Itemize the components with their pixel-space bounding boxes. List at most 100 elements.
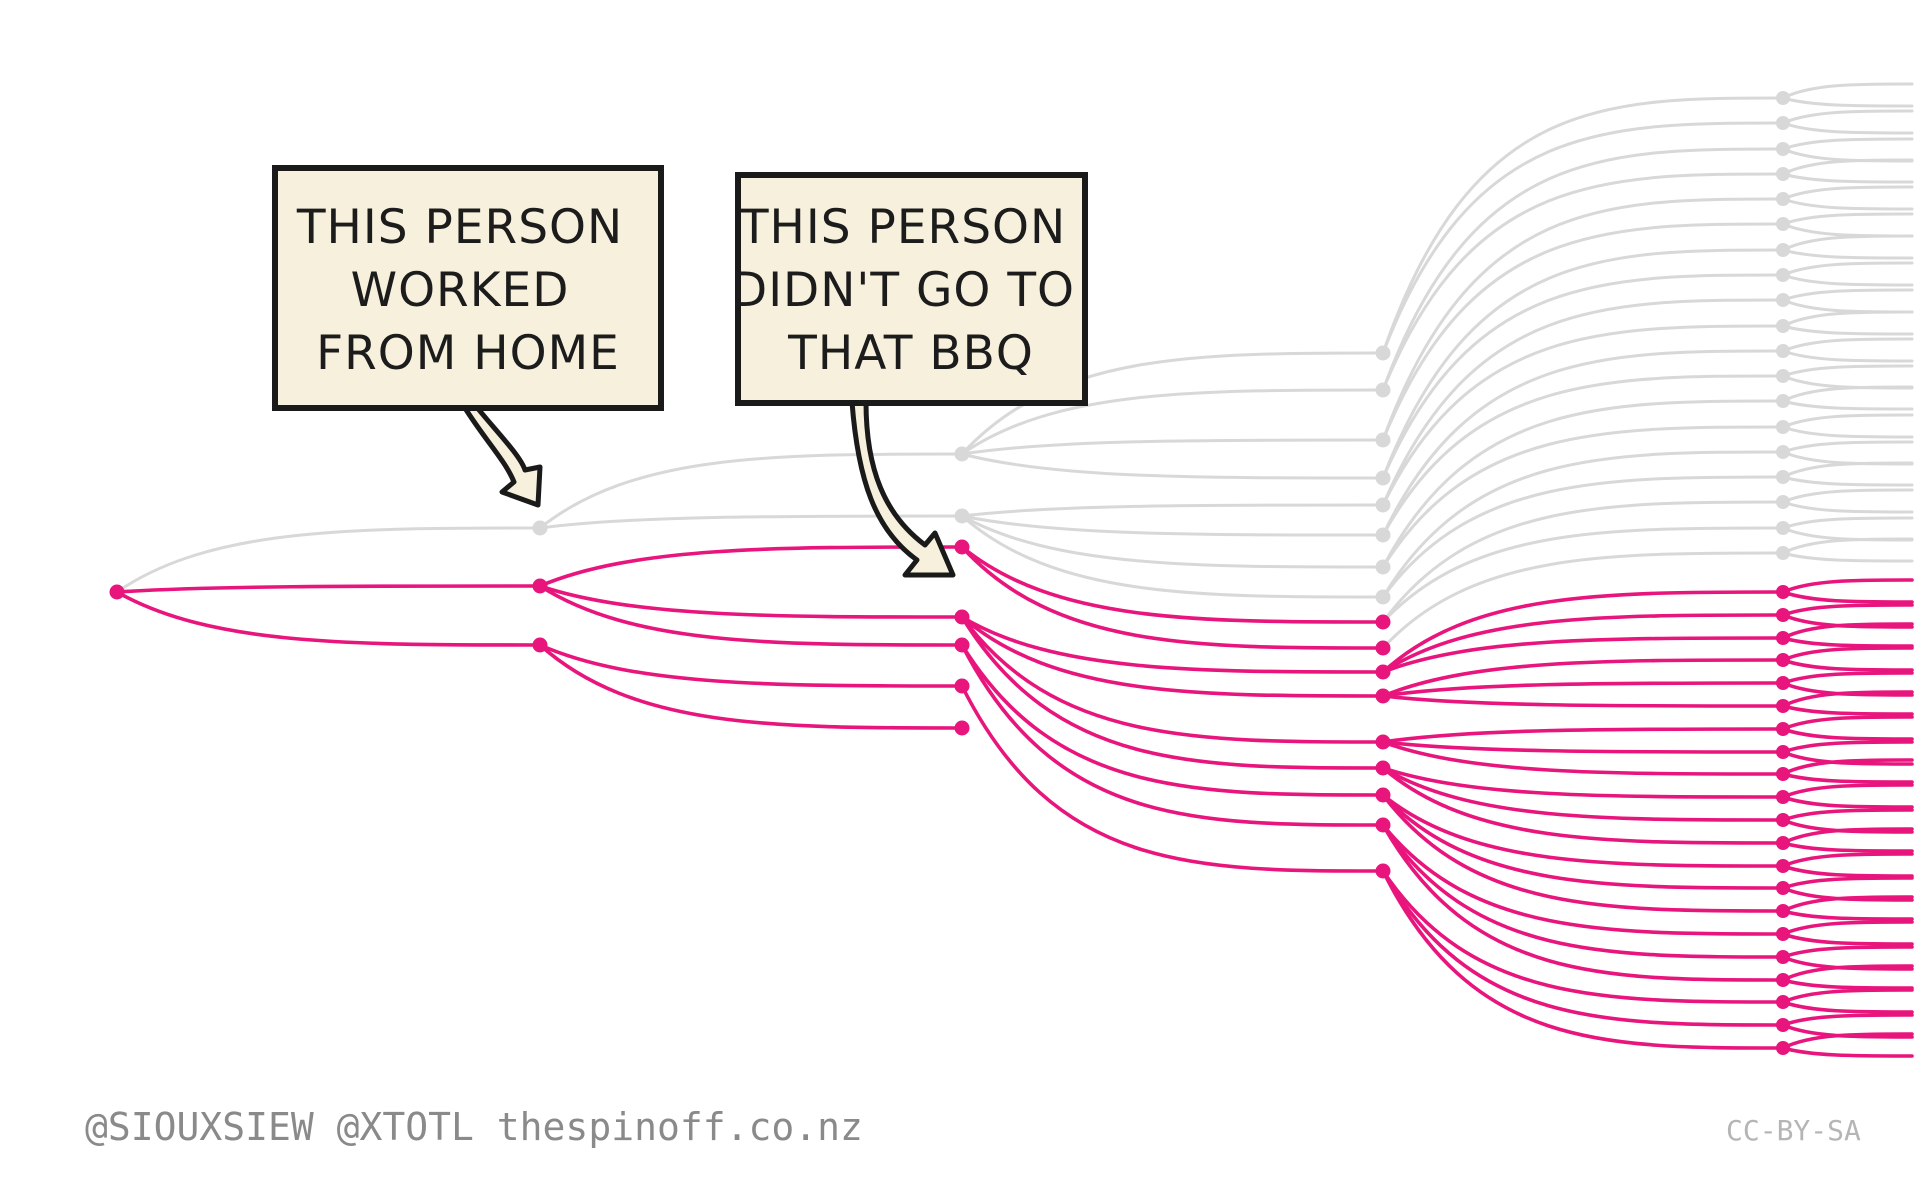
- infected-person-node: [1776, 950, 1790, 964]
- spared-person-node: [1776, 243, 1790, 257]
- infected-person-node: [109, 584, 125, 600]
- transmission-edge: [1781, 690, 1914, 708]
- infected-person-node: [954, 609, 970, 625]
- transmission-edge: [1381, 222, 1785, 442]
- transmission-edge: [1781, 310, 1914, 328]
- transmission-edge: [1781, 920, 1914, 936]
- transmission-edge: [960, 438, 1385, 456]
- transmission-edge: [960, 615, 1385, 674]
- transmission-edge: [1781, 704, 1914, 716]
- callout-2-pointer: [849, 399, 956, 578]
- callout-didnt-go-to-bbq: THIS PERSON DIDN'T GO TO THAT BBQ: [731, 172, 1091, 578]
- transmission-edge: [1381, 793, 1785, 913]
- infected-person-node: [1776, 767, 1790, 781]
- transmission-edge: [1781, 172, 1914, 184]
- transmission-edge: [1381, 740, 1785, 754]
- transmission-edge: [1781, 852, 1914, 868]
- transmission-edge: [960, 514, 1385, 537]
- spared-person-node: [1776, 394, 1790, 408]
- transmission-edge: [1781, 273, 1914, 287]
- transmission-edge: [960, 503, 1385, 518]
- spared-person-node: [1375, 527, 1391, 543]
- transmission-edge: [538, 584, 964, 647]
- spared-person-node: [1776, 546, 1790, 560]
- callout-1-line-3: FROM HOME: [316, 326, 620, 381]
- transmission-edge: [1781, 827, 1914, 845]
- transmission-edge: [1381, 869, 1785, 1050]
- transmission-edge: [1381, 349, 1785, 537]
- transmission-edge: [1381, 551, 1785, 650]
- spared-person-node: [1375, 382, 1391, 398]
- transmission-edge: [1381, 740, 1785, 776]
- transmission-edge: [1781, 864, 1914, 878]
- transmission-edge: [1781, 121, 1914, 135]
- transmission-edge: [960, 615, 1385, 770]
- infected-person-node: [954, 637, 970, 653]
- infected-person-node: [1776, 859, 1790, 873]
- infected-person-node: [532, 578, 548, 594]
- spared-person-node: [1776, 344, 1790, 358]
- spared-person-node: [1375, 589, 1391, 605]
- infected-person-node: [1375, 614, 1391, 630]
- transmission-edge: [1381, 766, 1785, 845]
- transmission-edge: [960, 643, 1385, 827]
- transmission-edge: [1781, 841, 1914, 853]
- infected-person-node: [954, 720, 970, 736]
- transmission-edge: [1381, 590, 1785, 674]
- transmission-edge: [1381, 869, 1785, 1027]
- transmission-edge: [1781, 895, 1914, 913]
- transmission-edge: [1781, 1000, 1914, 1014]
- transmission-edge: [960, 545, 1385, 624]
- transmission-edge: [1781, 82, 1914, 100]
- transmission-edge: [1381, 681, 1785, 698]
- transmission-edge: [1781, 261, 1914, 277]
- transmission-edge: [1381, 298, 1785, 507]
- spared-person-node: [1375, 497, 1391, 513]
- transmission-edge: [1381, 172, 1785, 392]
- spared-person-node: [1375, 559, 1391, 575]
- transmission-edge: [538, 545, 964, 588]
- callout-1-pointer: [462, 402, 543, 508]
- infected-person-node: [1776, 722, 1790, 736]
- transmission-edge: [1781, 795, 1914, 809]
- transmission-edge: [115, 526, 542, 594]
- transmission-edge: [1381, 526, 1785, 624]
- spared-person-node: [1776, 319, 1790, 333]
- transmission-edge: [1781, 988, 1914, 1004]
- infected-person-node: [1776, 745, 1790, 759]
- transmission-edge: [1781, 758, 1914, 776]
- transmission-edge: [1781, 964, 1914, 982]
- transmission-edge: [1381, 500, 1785, 624]
- transmission-edge: [1781, 185, 1914, 201]
- transmission-edge: [1381, 147, 1785, 392]
- transmission-edge: [1781, 1032, 1914, 1050]
- infected-person-node: [954, 678, 970, 694]
- transmission-edge: [960, 615, 1385, 698]
- infected-person-node: [1776, 585, 1790, 599]
- svg-text:THIS PERSON DIDN'T GO TO: THIS PERSON DIDN'T GO TO THAT BBQ: [731, 200, 1091, 381]
- transmission-edge: [1781, 298, 1914, 314]
- spared-person-node: [1776, 217, 1790, 231]
- transmission-edge: [1381, 823, 1785, 982]
- transmission-edge: [1381, 475, 1785, 599]
- spared-person-node: [1776, 167, 1790, 181]
- transmission-edge: [1781, 399, 1914, 411]
- transmission-edge: [1381, 793, 1785, 868]
- transmission-edge: [1381, 96, 1785, 355]
- infected-person-node: [1776, 653, 1790, 667]
- transmission-edge: [1381, 399, 1785, 569]
- infected-person-node: [954, 539, 970, 555]
- spared-person-node: [1776, 495, 1790, 509]
- transmission-edge: [1781, 461, 1914, 479]
- footer-license: CC-BY-SA: [1726, 1114, 1861, 1147]
- transmission-edge: [1381, 766, 1785, 799]
- transmission-edge: [1381, 793, 1785, 890]
- transmission-edges: [115, 82, 1914, 1058]
- transmission-edge: [960, 388, 1385, 456]
- transmission-edge: [1381, 613, 1785, 674]
- transmission-edge: [1781, 337, 1914, 353]
- transmission-edge: [1381, 727, 1785, 744]
- transmission-edge: [1781, 516, 1914, 530]
- transmission-edge: [1781, 288, 1914, 302]
- transmission-edge: [538, 643, 964, 730]
